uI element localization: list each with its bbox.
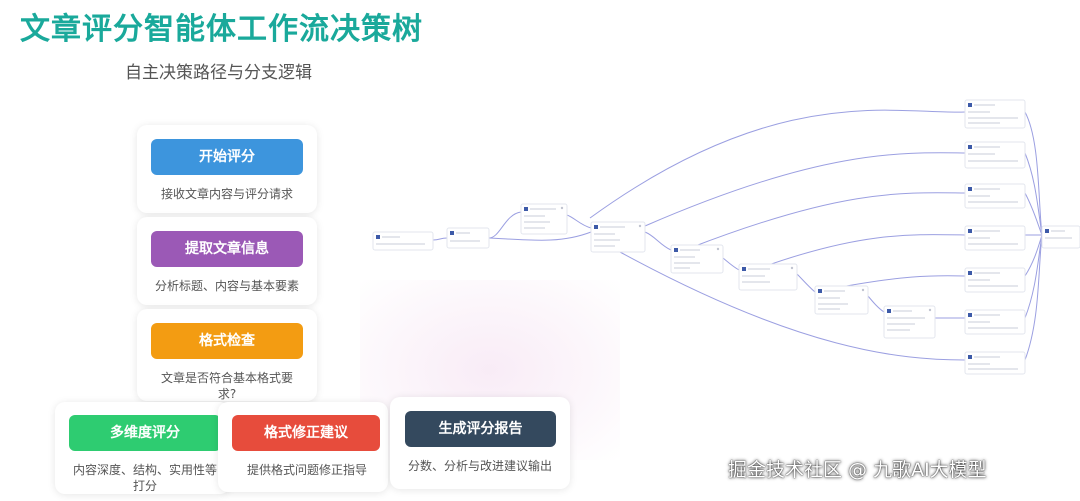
format-fix-desc: 提供格式问题修正指导 [246,463,367,477]
format-check-desc: 文章是否符合基本格式要求? [160,371,293,401]
format-check-button[interactable]: 格式检查 [151,323,303,359]
extract-info-button[interactable]: 提取文章信息 [151,231,303,267]
watermark-text: 掘金技术社区 @ 九歌AI大模型 [728,459,987,481]
generate-report-desc: 分数、分析与改进建议输出 [407,459,552,473]
multi-score-button[interactable]: 多维度评分 [69,415,221,451]
generate-report-button[interactable]: 生成评分报告 [405,411,556,447]
page-title: 文章评分智能体工作流决策树 [20,12,423,47]
start-scoring-desc: 接收文章内容与评分请求 [160,187,293,201]
start-scoring-button[interactable]: 开始评分 [151,139,303,175]
multi-score-desc: 内容深度、结构、实用性等打分 [72,463,217,493]
format-fix-button[interactable]: 格式修正建议 [232,415,380,451]
page-subtitle: 自主决策路径与分支逻辑 [125,63,312,83]
extract-info-desc: 分析标题、内容与基本要素 [154,279,299,293]
